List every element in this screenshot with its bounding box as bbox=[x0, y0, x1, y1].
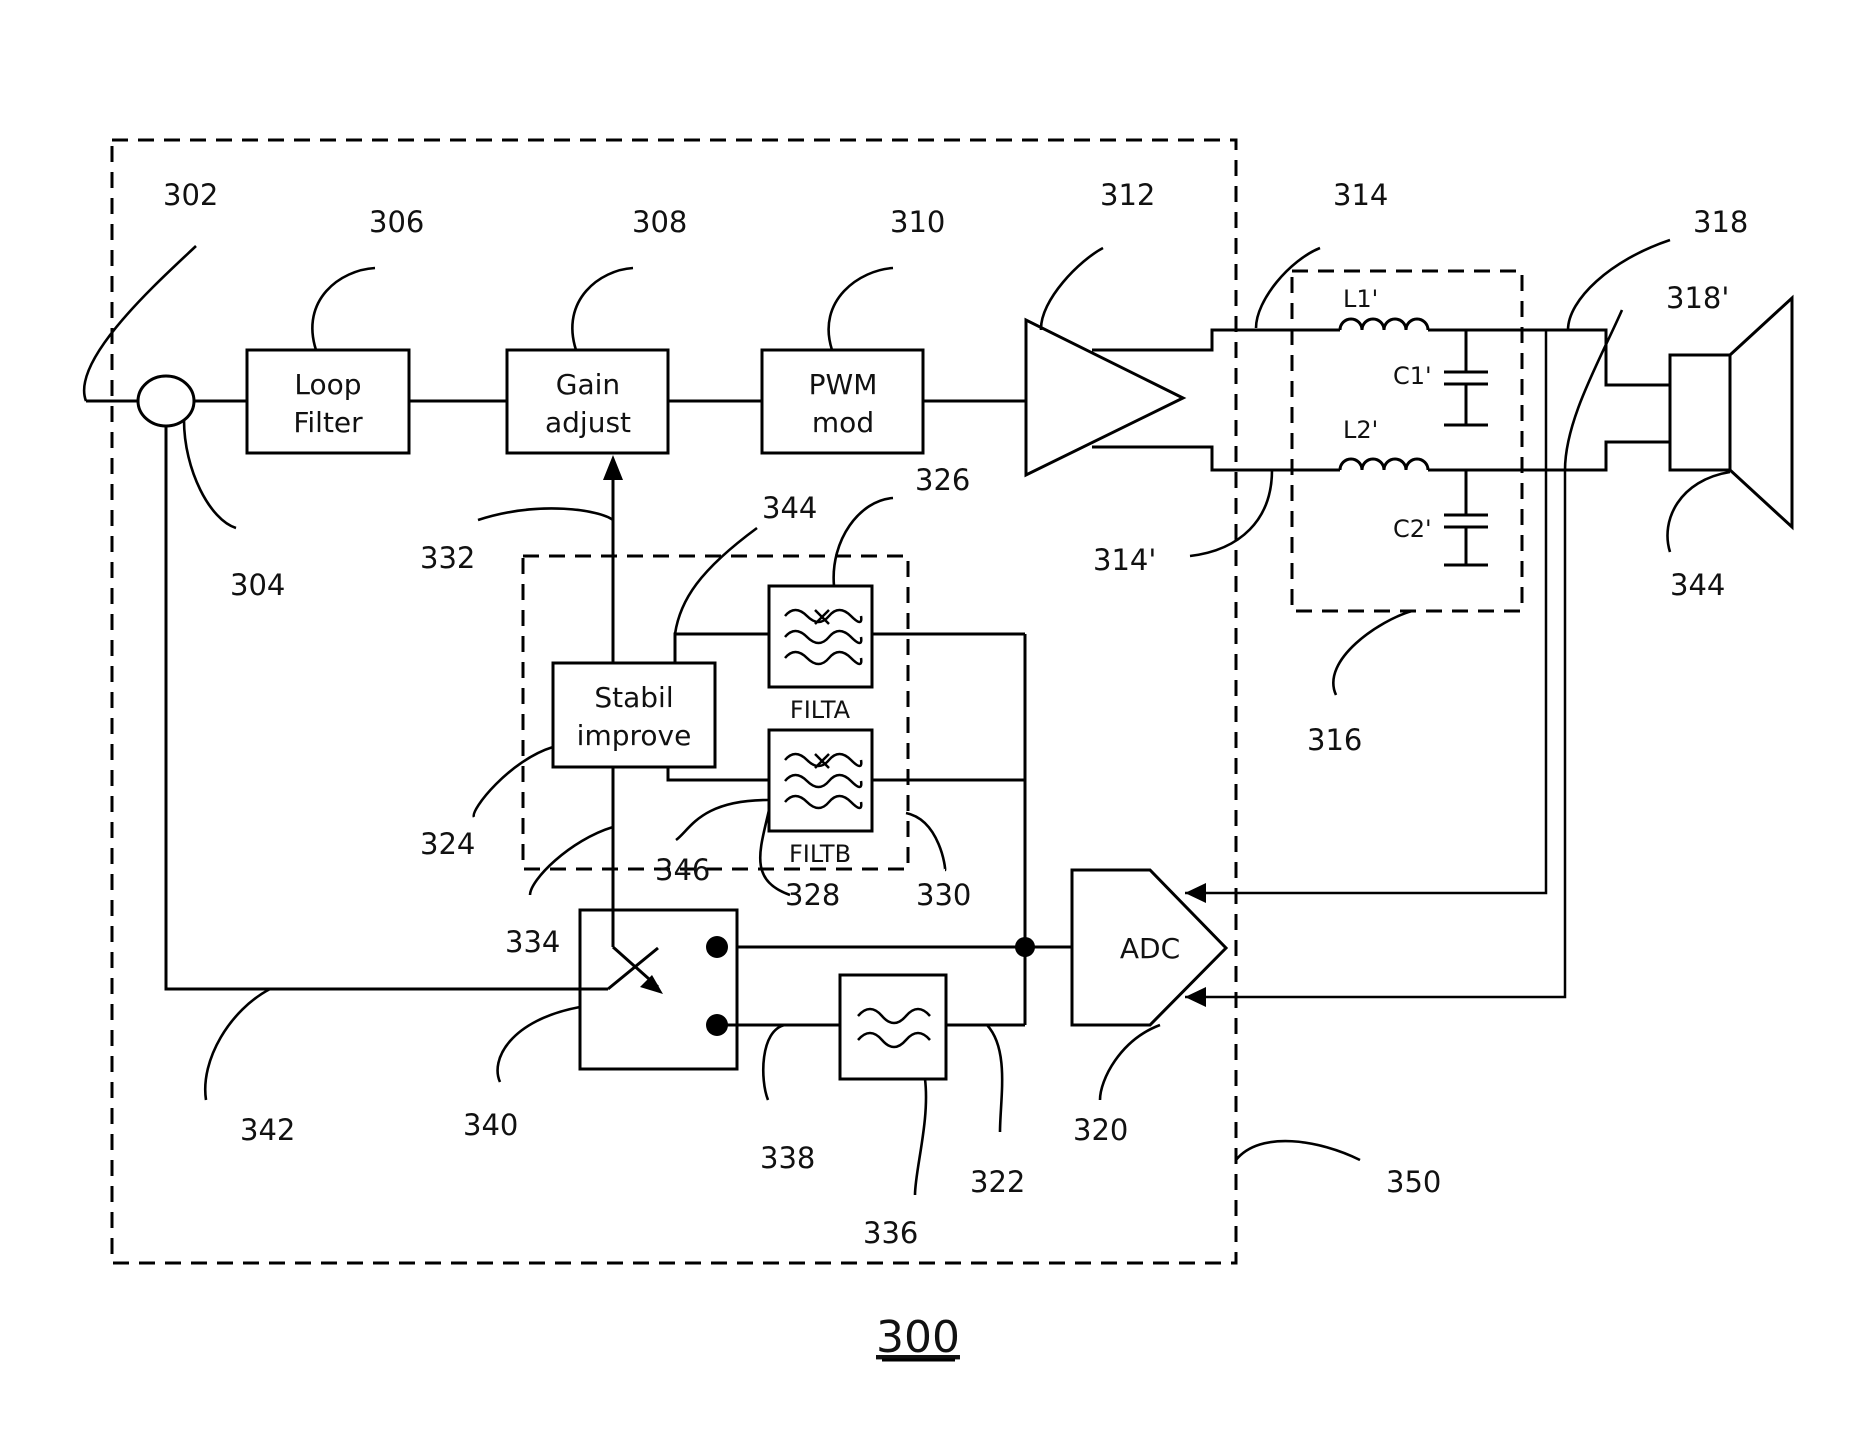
ref-302: 302 bbox=[163, 178, 218, 212]
gain-adjust-label-2: adjust bbox=[545, 406, 631, 439]
ref-344-speaker: 344 bbox=[1670, 568, 1725, 602]
capacitor-c1-label: C1' bbox=[1393, 362, 1432, 390]
capacitor-c2-label: C2' bbox=[1393, 515, 1432, 543]
ref-314p: 314' bbox=[1093, 543, 1156, 577]
ref-308: 308 bbox=[632, 205, 687, 239]
ref-350: 350 bbox=[1386, 1165, 1441, 1199]
inductor-l2 bbox=[1340, 459, 1428, 470]
ref-338: 338 bbox=[760, 1141, 815, 1175]
adc-label: ADC bbox=[1120, 932, 1180, 965]
ref-328: 328 bbox=[785, 878, 840, 912]
filtb-label: FILTB bbox=[789, 840, 851, 868]
ref-326: 326 bbox=[915, 463, 970, 497]
ref-322: 322 bbox=[970, 1165, 1025, 1199]
lowpass-filter-block bbox=[840, 975, 946, 1079]
ref-332: 332 bbox=[420, 541, 475, 575]
filta-label: FILTA bbox=[790, 696, 851, 724]
ref-318p: 318' bbox=[1666, 281, 1729, 315]
ref-320: 320 bbox=[1073, 1113, 1128, 1147]
ref-334: 334 bbox=[505, 925, 560, 959]
ref-304: 304 bbox=[230, 568, 285, 602]
ref-344-stabil: 344 bbox=[762, 491, 817, 525]
ref-342: 342 bbox=[240, 1113, 295, 1147]
ref-318: 318 bbox=[1693, 205, 1748, 239]
speaker-cone bbox=[1730, 298, 1792, 527]
inductor-l1 bbox=[1340, 319, 1428, 330]
inductor-l2-label: L2' bbox=[1343, 416, 1378, 444]
ref-310: 310 bbox=[890, 205, 945, 239]
switch-contact-1 bbox=[706, 936, 728, 958]
ref-316: 316 bbox=[1307, 723, 1362, 757]
stabil-improve-label-1: Stabil bbox=[594, 681, 673, 714]
speaker-magnet bbox=[1670, 355, 1730, 470]
summing-junction bbox=[138, 376, 194, 426]
ref-330: 330 bbox=[916, 878, 971, 912]
figure-title: 300 bbox=[876, 1312, 960, 1363]
inductor-l1-label: L1' bbox=[1343, 285, 1378, 313]
ref-312: 312 bbox=[1100, 178, 1155, 212]
gain-adjust-label-1: Gain bbox=[556, 368, 620, 401]
ref-306: 306 bbox=[369, 205, 424, 239]
ref-324: 324 bbox=[420, 827, 475, 861]
ref-340: 340 bbox=[463, 1108, 518, 1142]
ref-336: 336 bbox=[863, 1216, 918, 1250]
ref-346: 346 bbox=[655, 853, 710, 887]
loop-filter-label-2: Filter bbox=[293, 406, 363, 439]
stabil-improve-label-2: improve bbox=[577, 719, 692, 752]
power-amplifier bbox=[1026, 320, 1183, 475]
output-filter-boundary bbox=[1292, 271, 1522, 611]
pwm-mod-label-2: mod bbox=[812, 406, 874, 439]
loop-filter-label-1: Loop bbox=[294, 368, 361, 401]
ref-314: 314 bbox=[1333, 178, 1388, 212]
pwm-mod-label-1: PWM bbox=[809, 368, 878, 401]
